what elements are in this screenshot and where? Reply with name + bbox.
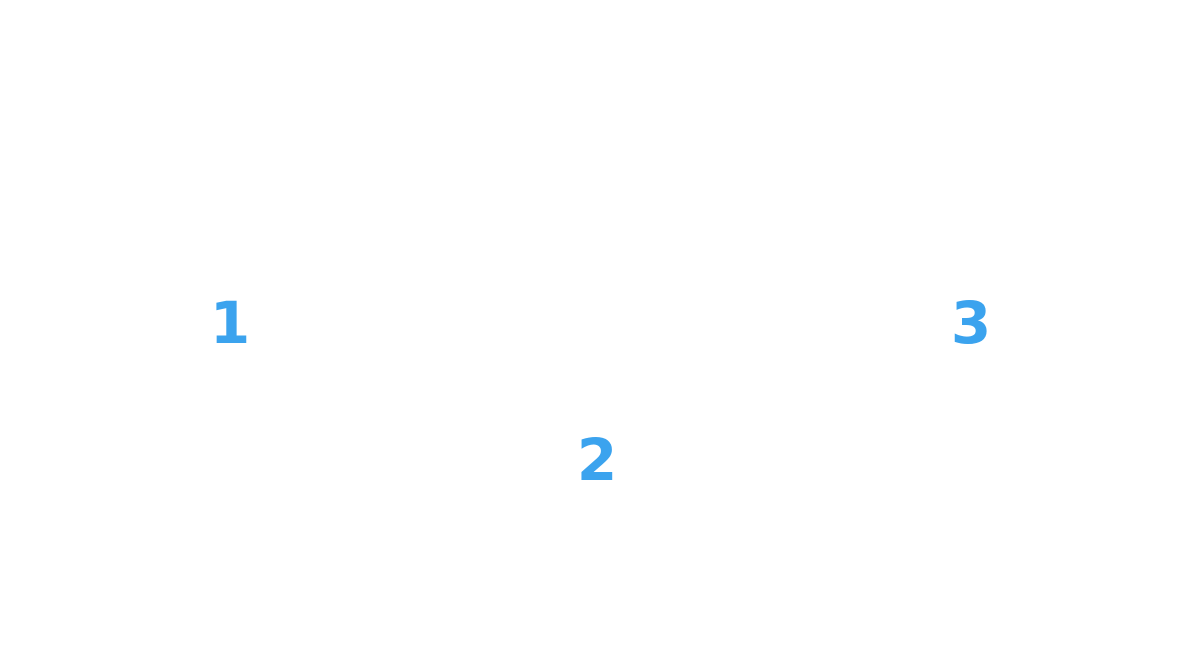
step-number-2: 2 — [576, 426, 618, 494]
step-number-3: 3 — [950, 289, 992, 357]
step-number-1: 1 — [209, 289, 251, 357]
